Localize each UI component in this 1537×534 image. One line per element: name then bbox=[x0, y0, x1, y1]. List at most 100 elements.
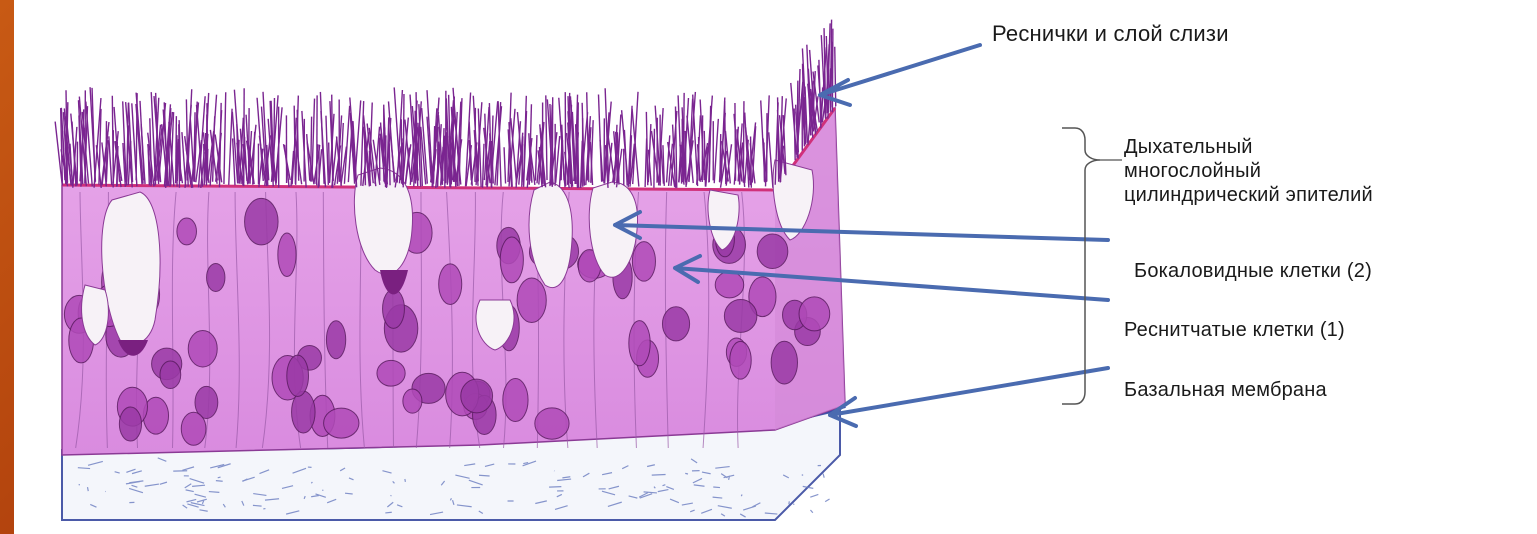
fiber bbox=[810, 510, 812, 513]
cilium bbox=[403, 94, 404, 187]
nucleus bbox=[629, 321, 650, 366]
nucleus bbox=[771, 341, 797, 384]
cilium bbox=[535, 135, 537, 181]
label-epithelium-line-3: цилиндрический эпителий bbox=[1124, 183, 1373, 207]
cilium bbox=[109, 136, 112, 185]
arrow-cilia bbox=[820, 45, 980, 105]
nucleus bbox=[377, 360, 405, 386]
label-basal-membrane: Базальная мембрана bbox=[1124, 378, 1327, 402]
cilium bbox=[179, 124, 180, 187]
nucleus bbox=[292, 391, 315, 433]
cilium bbox=[735, 103, 736, 181]
cilium bbox=[835, 47, 836, 106]
nucleus bbox=[403, 389, 422, 413]
nucleus bbox=[119, 407, 141, 441]
label-cilia: Реснички и слой слизи bbox=[992, 22, 1229, 46]
nucleus bbox=[757, 234, 788, 268]
fiber bbox=[741, 494, 742, 496]
fiber bbox=[685, 473, 688, 474]
cilium bbox=[311, 117, 312, 182]
label-epithelium-line-2: многослойный bbox=[1124, 159, 1373, 183]
fiber bbox=[88, 487, 89, 491]
cilium bbox=[683, 93, 684, 180]
nucleus bbox=[278, 233, 296, 277]
fiber bbox=[345, 493, 353, 494]
cilium bbox=[645, 138, 647, 187]
nucleus bbox=[324, 408, 359, 438]
cilium bbox=[654, 129, 655, 188]
cilium bbox=[229, 109, 232, 185]
nucleus bbox=[500, 237, 523, 283]
fiber bbox=[823, 474, 824, 478]
fiber bbox=[549, 487, 561, 488]
label-ciliated-cells: Реснитчатые клетки (1) bbox=[1124, 318, 1345, 342]
cilium bbox=[769, 132, 773, 187]
cilium bbox=[598, 94, 601, 181]
fiber bbox=[479, 475, 490, 476]
nucleus bbox=[207, 263, 225, 291]
cilium bbox=[483, 144, 484, 188]
cilium bbox=[312, 99, 315, 182]
cilium bbox=[320, 92, 324, 184]
nucleus bbox=[503, 379, 528, 422]
fiber bbox=[385, 512, 391, 513]
cilium bbox=[622, 110, 628, 182]
fiber bbox=[253, 505, 262, 506]
nucleus bbox=[662, 307, 689, 341]
cilium bbox=[332, 95, 333, 188]
cilium bbox=[561, 136, 562, 180]
cilium bbox=[546, 95, 547, 180]
nucleus bbox=[730, 341, 751, 379]
fiber bbox=[209, 492, 219, 493]
cilium bbox=[720, 134, 721, 182]
arrow-basal bbox=[830, 368, 1108, 426]
cilium bbox=[743, 101, 744, 183]
nucleus bbox=[724, 300, 757, 333]
fiber bbox=[810, 494, 818, 497]
label-epithelium-line-1: Дыхательный bbox=[1124, 135, 1373, 159]
nucleus bbox=[439, 264, 462, 305]
nucleus bbox=[245, 198, 279, 245]
nucleus bbox=[715, 272, 744, 298]
nucleus bbox=[517, 278, 546, 322]
fiber bbox=[391, 495, 392, 496]
nucleus bbox=[799, 297, 830, 331]
cilium bbox=[249, 108, 250, 184]
nucleus bbox=[383, 289, 405, 328]
cilium bbox=[224, 92, 226, 184]
cilium bbox=[389, 143, 390, 185]
cilium bbox=[761, 100, 765, 182]
nucleus bbox=[160, 361, 181, 389]
fiber bbox=[793, 504, 794, 505]
cilium bbox=[364, 131, 365, 185]
fiber bbox=[405, 479, 406, 482]
fiber bbox=[825, 499, 829, 502]
nucleus bbox=[535, 408, 569, 439]
cilium bbox=[751, 136, 752, 187]
cilium bbox=[714, 119, 718, 183]
nucleus bbox=[632, 242, 655, 282]
fiber bbox=[218, 477, 221, 478]
nucleus bbox=[287, 355, 309, 396]
label-epithelium: Дыхательный многослойный цилиндрический … bbox=[1124, 135, 1373, 207]
cilium bbox=[176, 116, 177, 183]
cilium bbox=[169, 145, 170, 187]
nucleus bbox=[461, 379, 493, 413]
cilium bbox=[159, 103, 166, 181]
fiber bbox=[216, 481, 223, 482]
cilium bbox=[578, 102, 579, 186]
cilia-layer bbox=[55, 20, 836, 188]
cilium bbox=[447, 132, 448, 182]
epithelium-bracket bbox=[1062, 128, 1100, 404]
cilium bbox=[819, 60, 821, 123]
cilium bbox=[504, 147, 505, 183]
label-goblet-cells: Бокаловидные клетки (2) bbox=[1134, 259, 1372, 283]
cilium bbox=[679, 145, 681, 182]
nucleus bbox=[188, 330, 217, 367]
fiber bbox=[652, 475, 666, 476]
fiber bbox=[713, 487, 720, 488]
nucleus bbox=[181, 412, 206, 445]
fiber bbox=[311, 482, 312, 483]
nucleus bbox=[326, 321, 345, 359]
cilium bbox=[326, 116, 328, 185]
